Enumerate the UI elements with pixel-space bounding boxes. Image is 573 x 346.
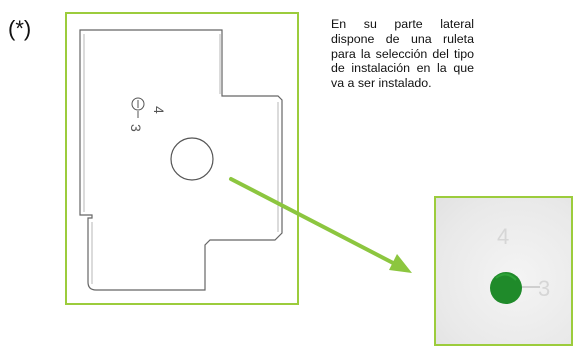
green-dial-knob <box>490 272 522 304</box>
device-outline <box>79 29 283 291</box>
pointer-arrow <box>229 177 412 273</box>
photo-label-3: 3 <box>538 276 550 301</box>
dial-photo-frame <box>434 196 573 346</box>
knob-highlight <box>495 273 517 281</box>
dial-symbol <box>131 97 145 118</box>
device-diagram-frame <box>65 12 299 305</box>
footnote-marker: (*) <box>8 16 32 41</box>
photo-label-4: 4 <box>497 224 509 249</box>
diagram-label-3: 3 <box>128 124 144 132</box>
mount-hole <box>170 137 214 181</box>
description-text: En su parte lateral dispone de una rulet… <box>331 17 474 91</box>
device-inner-outline <box>83 34 279 284</box>
diagram-label-4: 4 <box>151 106 167 114</box>
